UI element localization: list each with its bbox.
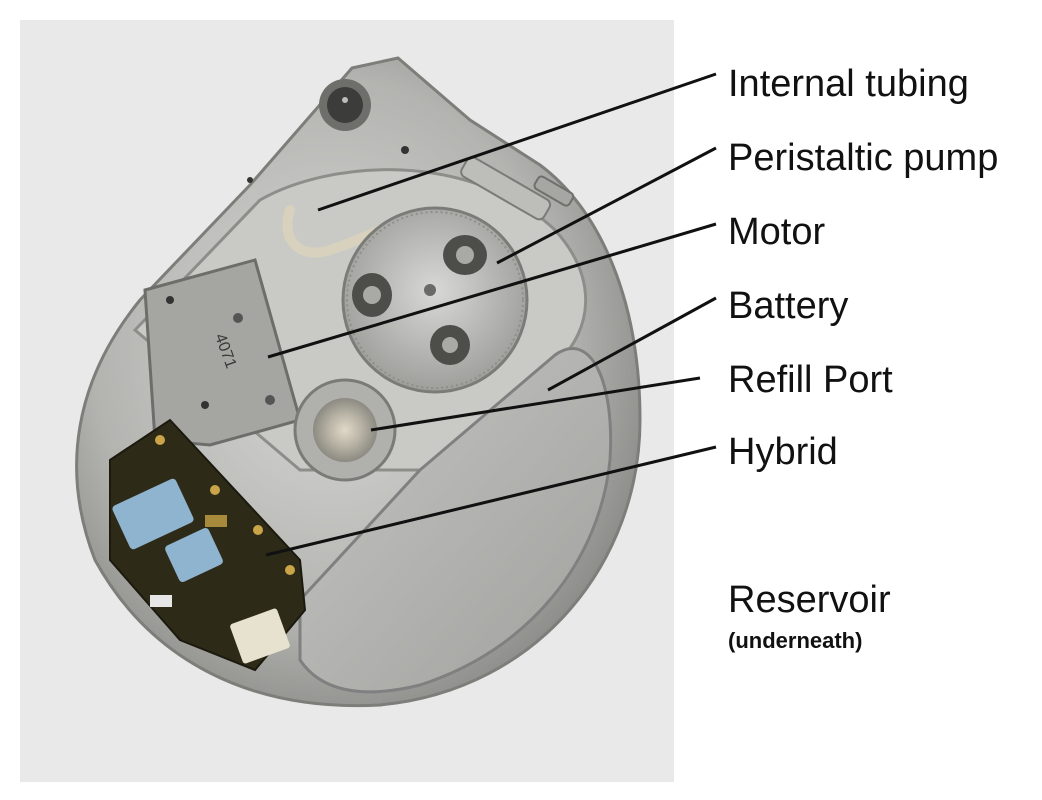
- battery-body: [298, 347, 613, 694]
- label-peristaltic-pump: Peristaltic pump: [728, 137, 999, 179]
- label-reservoir: Reservoir: [728, 579, 891, 621]
- motor-plate: 4071: [143, 258, 302, 447]
- label-internal-tubing: Internal tubing: [728, 63, 969, 105]
- label-refill-port: Refill Port: [728, 359, 893, 401]
- leader-refill-port: [370, 376, 701, 432]
- catheter-connector: [460, 156, 575, 221]
- label-motor: Motor: [728, 211, 826, 253]
- leader-peristaltic-pump: [496, 146, 717, 265]
- leader-battery: [547, 296, 717, 392]
- label-reservoir-note: (underneath): [728, 628, 863, 653]
- leader-internal-tubing: [317, 72, 717, 212]
- label-hybrid: Hybrid: [728, 431, 838, 473]
- label-battery: Battery: [728, 285, 849, 327]
- leader-lines: [265, 72, 717, 557]
- leader-motor: [267, 222, 717, 359]
- leader-hybrid: [265, 445, 717, 557]
- refill-port: [293, 378, 397, 482]
- peristaltic-pump-gear: [341, 206, 529, 394]
- hybrid-circuit: [109, 418, 307, 672]
